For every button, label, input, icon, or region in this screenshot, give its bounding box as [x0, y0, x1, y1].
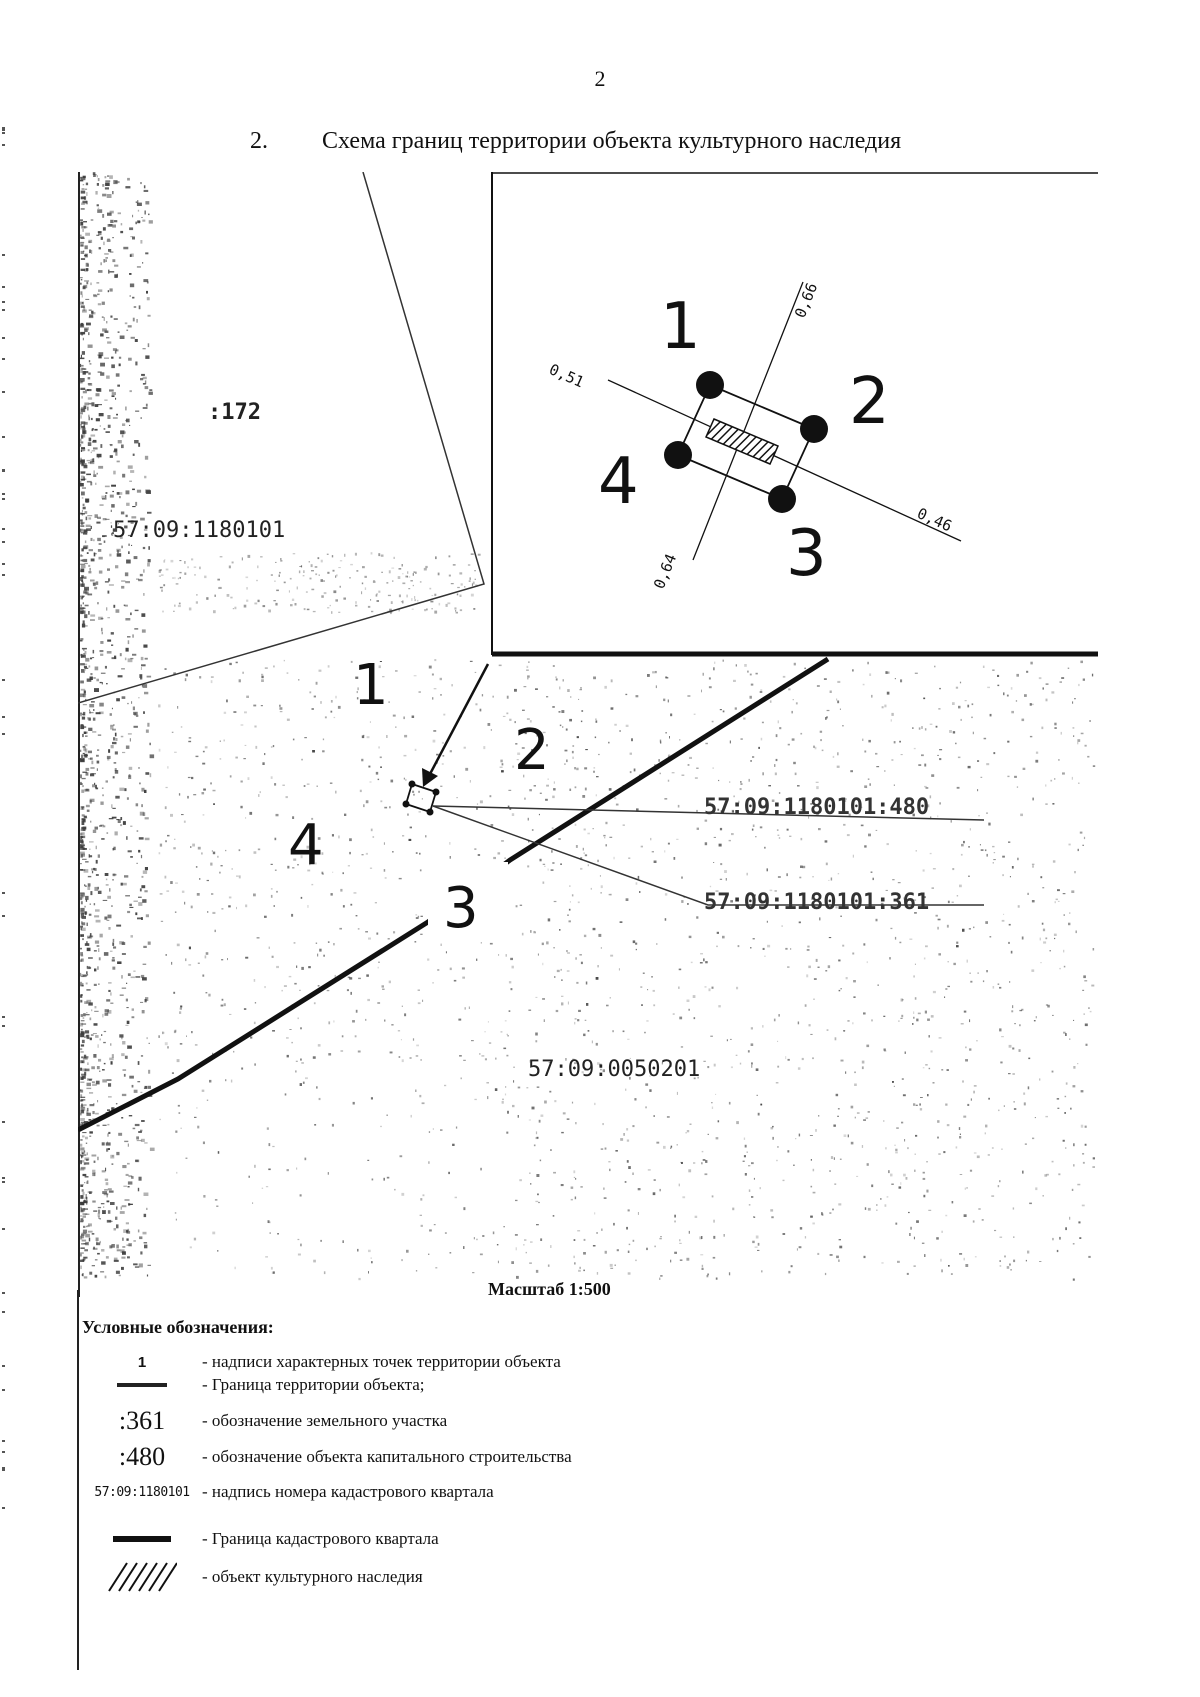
inset-axis-short — [692, 281, 804, 561]
inset-point-1: 1 — [660, 290, 701, 364]
quarter-boundary-swatch — [113, 1536, 171, 1542]
scale-label: Масштаб 1:500 — [488, 1279, 611, 1299]
object-small — [402, 780, 440, 816]
map-point-1: 1 — [353, 653, 389, 718]
legend-item-building: :480 - обозначение объекта капитального … — [82, 1442, 572, 1472]
legend-desc-parcel: - обозначение земельного участка — [202, 1411, 448, 1430]
scan-noise — [80, 172, 1096, 1281]
legend-item-quarter-number: 57:09:1180101 - надпись номера кадастров… — [82, 1477, 494, 1507]
inset-axis-long — [607, 379, 962, 542]
inset-arrowhead — [422, 768, 438, 787]
legend-symbol-object-boundary — [82, 1381, 202, 1389]
inset-corner-1 — [696, 371, 724, 399]
inset-corner-2 — [800, 415, 828, 443]
page-left-rule — [77, 1290, 79, 1670]
inset-arrow — [428, 663, 490, 775]
legend-item-point-label: 1 - надписи характерных точек территории… — [82, 1347, 561, 1377]
object-boundary-swatch — [117, 1383, 167, 1387]
point-3-mask — [428, 862, 508, 942]
monument-hatch — [705, 418, 779, 465]
legend-item-object-boundary: - Граница территории объекта; — [82, 1370, 425, 1400]
heritage-hatch-swatch — [108, 1562, 177, 1592]
map-frame: :172 57:09:1180101 1 2 3 4 57:09:1180101… — [78, 172, 1098, 1297]
inset-corner-4 — [664, 441, 692, 469]
legend-item-heritage: - объект культурного наследия — [82, 1562, 423, 1592]
map-point-3: 3 — [443, 876, 479, 941]
legend-item-parcel: :361 - обозначение земельного участка — [82, 1406, 447, 1436]
inset-point-2: 2 — [849, 365, 890, 439]
legend-symbol-point: 1 — [137, 1353, 147, 1371]
legend-desc-building: - обозначение объекта капитального строи… — [202, 1447, 572, 1466]
section-title: 2. Схема границ территории объекта культу… — [250, 128, 901, 155]
legend-desc-quarter-boundary: - Граница кадастрового квартала — [202, 1529, 439, 1548]
inset-point-3: 3 — [786, 517, 827, 591]
legend-desc-object-boundary: - Граница территории объекта; — [202, 1375, 425, 1394]
parcel-172-boundary — [78, 172, 485, 704]
parcel-172-label: :172 — [208, 400, 261, 425]
scan-edge-marks — [0, 0, 8, 1697]
parcel-361-label: 57:09:1180101:361 — [704, 890, 929, 915]
section-title-text: Схема границ территории объекта культурн… — [322, 128, 902, 154]
section-number: 2. — [250, 128, 268, 154]
map-point-4: 4 — [288, 813, 324, 878]
quarter-upper-label: 57:09:1180101 — [113, 518, 285, 543]
page-number: 2 — [594, 66, 606, 91]
legend-title: Условные обозначения: — [82, 1317, 274, 1337]
quarter-lower-label: 57:09:0050201 — [528, 1057, 700, 1082]
leader-480 — [432, 805, 985, 821]
legend-symbol-heritage — [82, 1562, 202, 1592]
legend-desc-heritage: - объект культурного наследия — [202, 1567, 423, 1586]
legend-desc-point: - надписи характерных точек территории о… — [202, 1352, 561, 1371]
parcel-480-label: 57:09:1180101:480 — [704, 795, 929, 820]
legend-symbol-building: :480 — [118, 1442, 166, 1471]
legend-desc-quarter-number: - надпись номера кадастрового квартала — [202, 1482, 494, 1501]
inset-corner-3 — [768, 485, 796, 513]
leader-361 — [432, 805, 984, 906]
legend-symbol-quarter-number: 57:09:1180101 — [94, 1484, 190, 1500]
inset-point-4: 4 — [598, 445, 639, 519]
map-point-2: 2 — [514, 718, 550, 783]
inset-detail: 1 2 3 4 0,51 0,66 0,46 0,64 — [491, 172, 1098, 657]
legend-symbol-parcel: :361 — [118, 1406, 166, 1435]
legend-item-quarter-boundary: - Граница кадастрового квартала — [82, 1524, 439, 1554]
legend-symbol-quarter-boundary — [82, 1535, 202, 1543]
cadastral-map: :172 57:09:1180101 1 2 3 4 57:09:1180101… — [78, 172, 1098, 1297]
